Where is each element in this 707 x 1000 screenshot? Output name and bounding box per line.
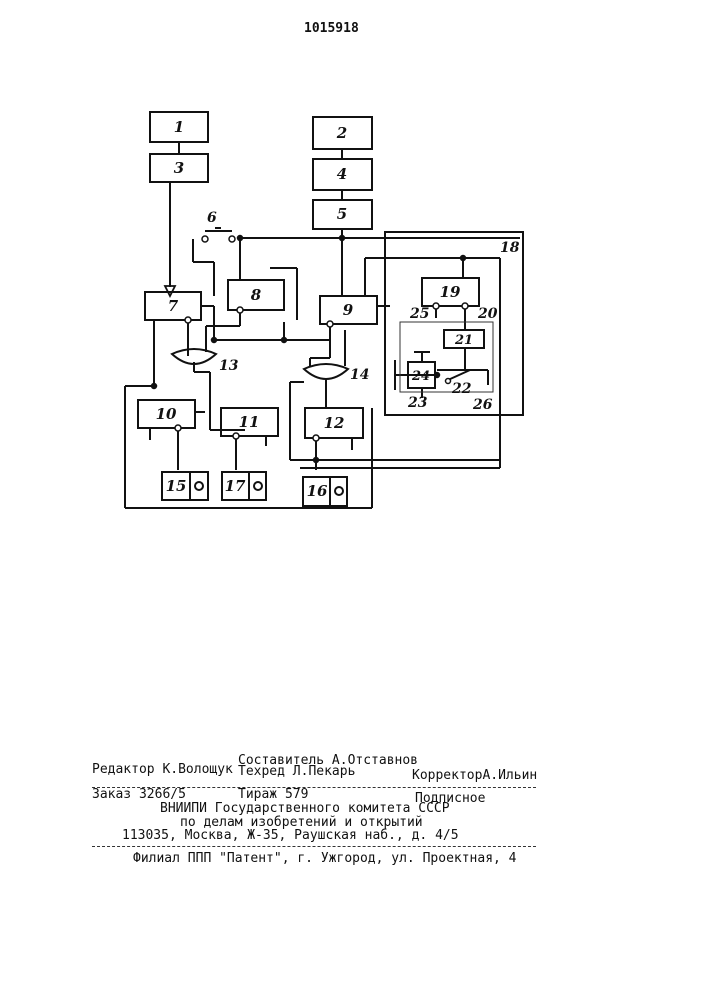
label-21: 21 xyxy=(454,333,473,348)
label-1: 1 xyxy=(174,118,184,136)
block-diagram: 1 3 2 4 5 7 8 9 10 11 12 15 17 16 19 21 … xyxy=(0,0,707,560)
org-line-1: ВНИИПИ Государственного комитета СССР xyxy=(160,802,450,816)
circulation-line: Тираж 579 xyxy=(238,788,308,802)
label-15: 15 xyxy=(166,477,187,495)
label-24: 24 xyxy=(411,369,430,384)
address-line: 113035, Москва, Ж-35, Раушская наб., д. … xyxy=(122,829,459,843)
corrector-line: КорректорА.Ильин xyxy=(412,769,537,783)
label-11: 11 xyxy=(239,413,260,431)
callout-6: 6 xyxy=(207,210,217,226)
label-2: 2 xyxy=(336,124,347,142)
label-10: 10 xyxy=(156,405,177,423)
callout-20: 20 xyxy=(477,306,498,322)
callout-22: 22 xyxy=(451,381,472,397)
label-7: 7 xyxy=(168,297,179,315)
label-17: 17 xyxy=(225,477,246,495)
label-16: 16 xyxy=(307,482,328,500)
order-line: Заказ 3266/5 xyxy=(92,788,186,802)
callout-26: 26 xyxy=(472,397,493,413)
label-4: 4 xyxy=(337,165,347,183)
label-5: 5 xyxy=(337,205,347,223)
gate-14 xyxy=(304,364,348,379)
label-3: 3 xyxy=(174,159,184,177)
callout-23: 23 xyxy=(407,395,428,411)
label-12: 12 xyxy=(324,414,345,432)
techred-line: Техред Л.Пекарь xyxy=(238,765,355,779)
callout-25: 25 xyxy=(409,306,429,322)
branch-line: Филиал ППП "Патент", г. Ужгород, ул. Про… xyxy=(133,852,517,866)
gate-13 xyxy=(172,349,216,364)
editor-line: Редактор К.Волощук xyxy=(92,763,233,777)
label-9: 9 xyxy=(343,301,354,319)
label-19: 19 xyxy=(440,283,461,301)
separator-bottom xyxy=(92,846,536,847)
label-8: 8 xyxy=(251,286,262,304)
callout-14: 14 xyxy=(350,367,369,383)
callout-13: 13 xyxy=(219,358,239,374)
callout-18: 18 xyxy=(500,240,520,256)
